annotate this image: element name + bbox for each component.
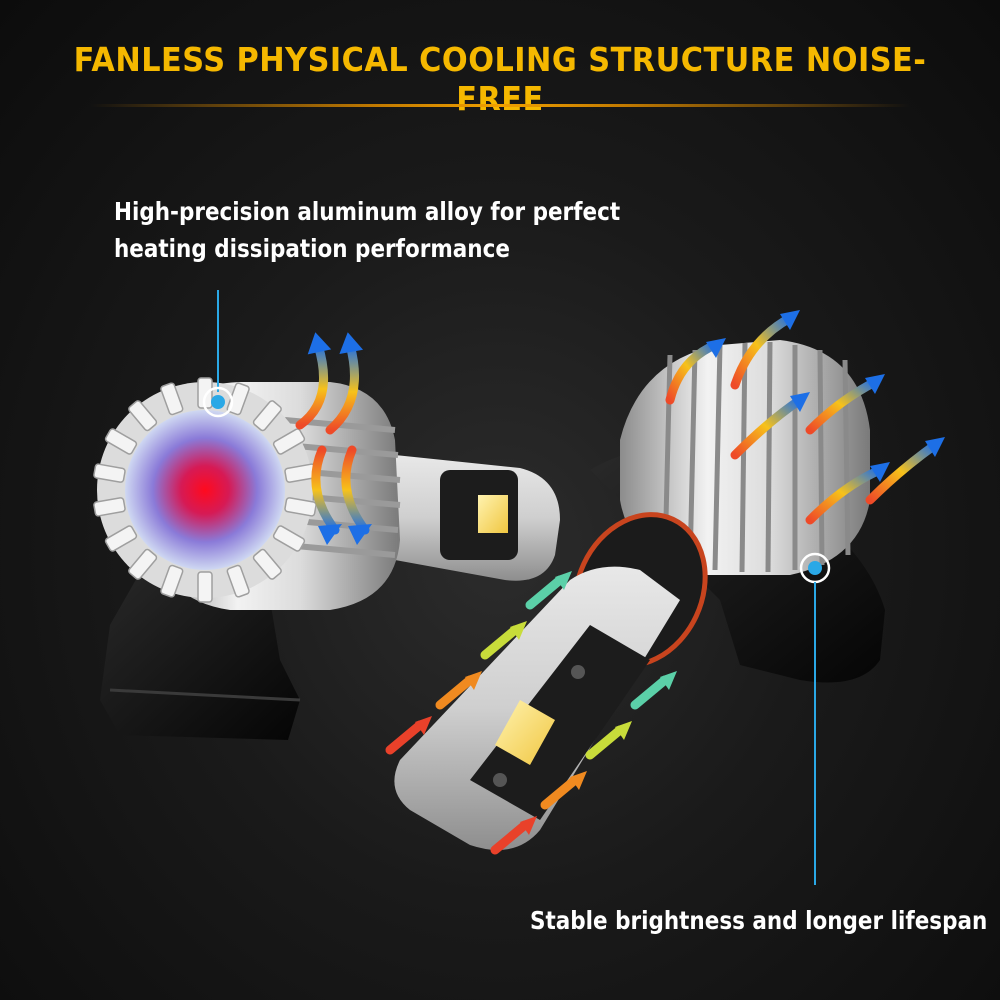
airflow-arrow-icon	[295, 340, 329, 430]
right-bulb-fins	[662, 341, 851, 573]
airflow-arrow-icon	[311, 445, 340, 535]
airflow-arrow-icon	[490, 820, 530, 855]
airflow-arrow-icon	[730, 395, 805, 460]
airflow-arrow-icon	[325, 340, 359, 435]
right-bulb-led-chip	[495, 700, 555, 765]
airflow-arrow-icon	[341, 445, 370, 535]
airflow-arrow-icon	[805, 465, 885, 525]
callout-line-1: High-precision aluminum alloy for perfec…	[114, 197, 621, 226]
callout-line-2: heating dissipation performance	[114, 234, 510, 263]
right-bulb-shaft-arrows	[385, 575, 670, 855]
right-bulb-heatsink-arrowheads	[706, 310, 945, 482]
headline-underline	[90, 104, 910, 107]
right-bulb-heatsink-arrows	[665, 313, 940, 525]
airflow-arrow-icon	[665, 340, 720, 405]
airflow-arrow-icon	[865, 440, 940, 505]
headline: FANLESS PHYSICAL COOLING STRUCTURE NOISE…	[73, 40, 927, 118]
callout-dot-icon	[202, 386, 234, 418]
airflow-arrow-icon	[525, 575, 565, 610]
right-bulb	[385, 310, 945, 855]
airflow-arrow-icon	[435, 675, 475, 710]
callout-text-heat-dissipation: High-precision aluminum alloy for perfec…	[114, 193, 621, 267]
left-bulb-airflow-arrows	[295, 332, 372, 545]
airflow-arrow-icon	[385, 720, 425, 755]
airflow-arrow-icon	[730, 313, 795, 390]
callout-text-lifespan: Stable brightness and longer lifespan	[530, 906, 988, 935]
callout-bottom	[799, 552, 831, 885]
airflow-arrow-icon	[540, 775, 580, 810]
callout-top	[202, 290, 234, 418]
airflow-arrow-icon	[805, 377, 880, 435]
airflow-arrow-icon	[630, 675, 670, 710]
heat-core-glow	[125, 410, 285, 570]
left-bulb	[93, 332, 560, 740]
airflow-arrow-icon	[585, 725, 625, 760]
left-bulb-fin-face	[93, 377, 317, 603]
left-bulb-led-chip	[478, 495, 508, 533]
airflow-arrow-icon	[480, 625, 520, 660]
right-bulb-shaft-arrowheads	[415, 571, 677, 835]
